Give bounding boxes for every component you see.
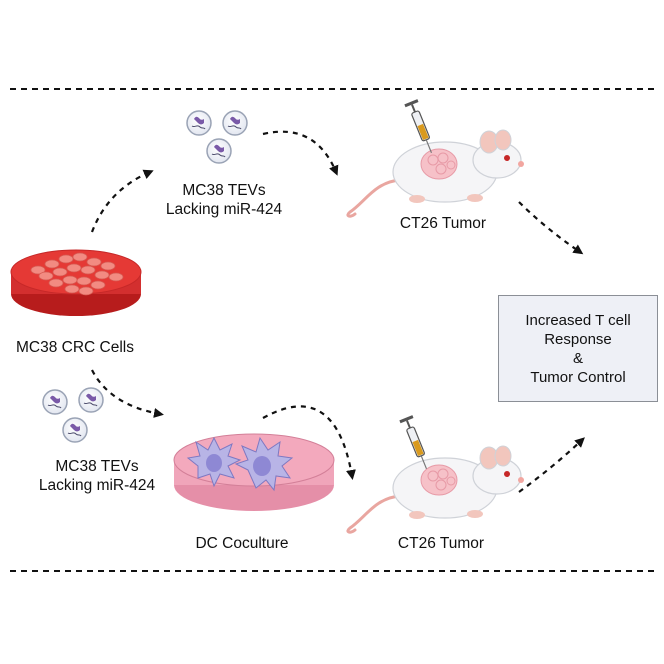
tevs-bottom-label: MC38 TEVs Lacking miR-424 bbox=[39, 457, 155, 495]
tevs-top-vesicles bbox=[186, 110, 248, 164]
tevs-bottom-label-line1: MC38 TEVs bbox=[55, 458, 139, 475]
arrow-mouse-top-to-result bbox=[518, 201, 584, 255]
arrow-dish-to-tevs-top bbox=[90, 169, 154, 233]
arrow-tevs-top-to-mouse bbox=[262, 130, 339, 176]
dc-coculture-label: DC Coculture bbox=[195, 535, 289, 552]
dc-coculture-dish bbox=[173, 433, 335, 511]
result-line-2: Response bbox=[544, 330, 612, 348]
arrow-dish-to-dc bbox=[91, 369, 164, 418]
mc38-cells-label: MC38 CRC Cells bbox=[16, 339, 134, 356]
tevs-top-label: MC38 TEVs Lacking miR-424 bbox=[166, 181, 282, 219]
mouse-top bbox=[346, 128, 526, 218]
arrow-dc-to-mouse bbox=[262, 405, 356, 480]
tumor-top-label: CT26 Tumor bbox=[399, 215, 487, 232]
tevs-top-label-line1: MC38 TEVs bbox=[182, 182, 266, 199]
result-line-3: & bbox=[572, 349, 583, 367]
tumor-bottom-label: CT26 Tumor bbox=[397, 535, 485, 552]
tevs-top-label-line2: Lacking miR-424 bbox=[165, 201, 283, 218]
result-box: Increased T cell Response & Tumor Contro… bbox=[498, 295, 658, 402]
result-line-4: Tumor Control bbox=[530, 368, 626, 386]
mouse-bottom bbox=[346, 444, 526, 534]
arrow-mouse-bottom-to-result bbox=[518, 437, 585, 493]
mc38-culture-dish bbox=[10, 249, 142, 316]
result-line-1: Increased T cell bbox=[525, 311, 631, 329]
tevs-bottom-vesicles bbox=[42, 387, 104, 443]
tevs-bottom-label-line2: Lacking miR-424 bbox=[38, 477, 156, 494]
